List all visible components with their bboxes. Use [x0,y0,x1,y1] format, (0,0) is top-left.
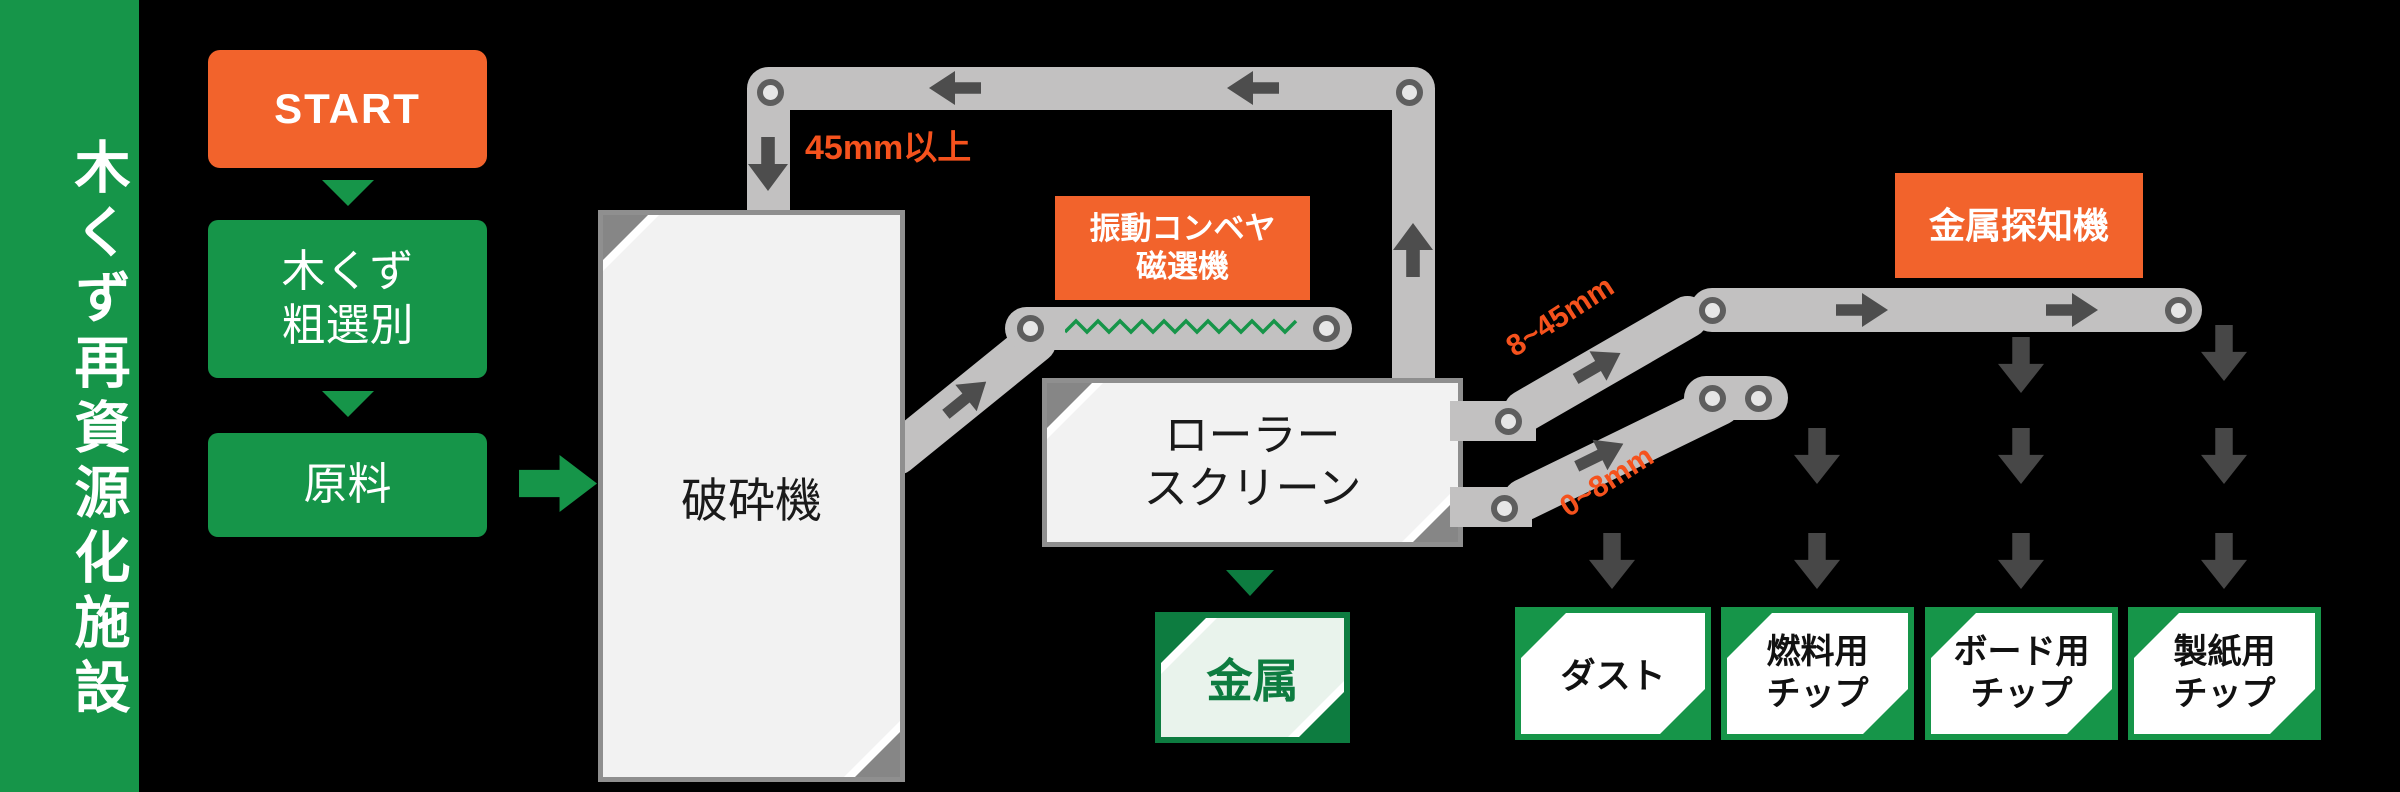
roller-icon [1495,408,1522,435]
start-box: START [208,50,487,168]
drop-arrow-icon [1794,428,1840,484]
sorting-conveyor-belt [1690,288,2202,332]
drop-arrow-icon [2201,533,2247,589]
roller-icon [757,79,784,106]
raw-material-box: 原料 [208,433,487,537]
output-paper-line2: チップ [2173,674,2276,713]
output-board-chip-box: ボード用 チップ [1925,607,2118,740]
corner-fold-icon [1521,613,1566,658]
output-paper-chip-box: 製紙用 チップ [2128,607,2321,740]
output-metal-label: 金属 [1206,654,1299,707]
roller-icon [1699,385,1726,412]
diagram-title: 木くず再資源化施設 [67,137,130,723]
corner-fold-icon [855,732,900,777]
output-board-line1: ボード用 [1953,633,2090,672]
output-fuel-line2: チップ [1766,674,1869,713]
flow-arrow-down-icon [1226,570,1274,596]
output-metal-box: 金属 [1155,612,1350,743]
roller-icon [1491,495,1518,522]
drop-arrow-icon [1589,533,1635,589]
output-fuel-chip-box: 燃料用 チップ [1721,607,1914,740]
corner-fold-icon [2134,613,2179,658]
roller-icon [1017,315,1044,342]
rough-sort-line2: 粗選別 [281,301,414,350]
raw-material-label: 原料 [303,460,392,510]
output-paper-line1: 製紙用 [2173,633,2276,672]
output-dust-label: ダスト [1560,657,1666,696]
drop-arrow-icon [1998,337,2044,393]
corner-fold-icon [2270,689,2315,734]
roller-screen-box: ローラー スクリーン [1042,378,1463,547]
roller-icon [1313,315,1340,342]
metal-detector-label: 金属探知機 [1928,204,2109,246]
vibrating-label-line2: 磁選機 [1136,249,1229,284]
drop-arrow-icon [2201,428,2247,484]
output-fuel-line1: 燃料用 [1766,633,1869,672]
vibrating-label-line1: 振動コンベヤ [1089,211,1276,247]
drop-arrow-icon [1794,533,1840,589]
metal-detector-box: 金属探知機 [1895,173,2143,278]
flow-arrow-down-icon [322,180,374,206]
output-board-line2: チップ [1970,674,2073,713]
size-label-over-45mm: 45mm以上 [805,129,972,167]
roller-screen-line1: ローラー [1164,410,1341,460]
corner-fold-icon [1161,618,1206,663]
rough-sort-box: 木くず 粗選別 [208,220,487,378]
roller-icon [1699,297,1726,324]
sidebar [0,0,139,792]
roller-icon [2165,297,2192,324]
drop-arrow-icon [2201,325,2247,381]
roller-icon [1396,79,1423,106]
corner-fold-icon [1047,383,1092,428]
crusher-box: 破砕機 [598,210,905,782]
roller-screen-line2: スクリーン [1143,463,1362,513]
vibration-zigzag-icon [1065,318,1298,335]
corner-fold-icon [1863,689,1908,734]
return-conveyor-top [747,67,1435,110]
corner-fold-icon [603,215,648,260]
vibrating-conveyor-label-box: 振動コンベヤ 磁選機 [1055,196,1310,300]
drop-arrow-icon [1998,533,2044,589]
flow-arrow-down-icon [322,391,374,417]
crusher-label: 破砕機 [681,473,822,527]
rough-sort-line1: 木くず [281,247,414,297]
start-label: START [274,85,421,133]
corner-fold-icon [2067,689,2112,734]
corner-fold-icon [1727,613,1772,658]
corner-fold-icon [1660,689,1705,734]
feed-block-arrow-icon [519,455,597,512]
roller-icon [1745,385,1772,412]
drop-arrow-icon [1998,428,2044,484]
corner-fold-icon [1299,692,1344,737]
output-dust-box: ダスト [1515,607,1711,740]
